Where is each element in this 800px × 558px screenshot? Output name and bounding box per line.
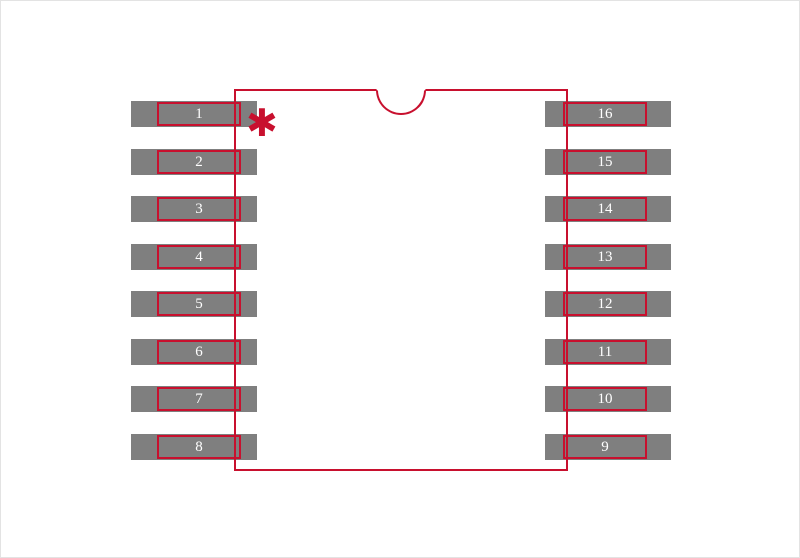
pad-left-1: 1 [131, 101, 257, 127]
pin-number-6: 6 [157, 339, 241, 364]
pin-number-12: 12 [563, 292, 647, 316]
pad-left-3: 3 [131, 196, 257, 222]
pad-left-5: 5 [131, 291, 257, 317]
pin-number-15: 15 [563, 149, 647, 174]
pin-number-5: 5 [157, 292, 241, 316]
pin1-marker-icon: ✱ [246, 101, 278, 145]
pin-number-7: 7 [157, 387, 241, 411]
pin-number-2: 2 [157, 149, 241, 174]
pad-left-2: 2 [131, 148, 257, 175]
component-body-outline [234, 89, 568, 471]
pin-number-8: 8 [157, 434, 241, 459]
pad-left-8: 8 [131, 433, 257, 460]
left-pad-column: 1 2 3 4 5 6 7 8 [131, 101, 257, 460]
pad-left-7: 7 [131, 386, 257, 412]
pad-left-4: 4 [131, 243, 257, 270]
pin1-notch-icon [376, 89, 426, 115]
pad-left-6: 6 [131, 338, 257, 365]
pin-number-16: 16 [563, 102, 647, 126]
pin-number-10: 10 [563, 387, 647, 411]
pin-number-11: 11 [563, 339, 647, 364]
pin-number-3: 3 [157, 197, 241, 221]
pin-number-13: 13 [563, 244, 647, 269]
pin-number-9: 9 [563, 434, 647, 459]
pin-number-4: 4 [157, 244, 241, 269]
pin-number-1: 1 [157, 102, 241, 126]
pin-number-14: 14 [563, 197, 647, 221]
